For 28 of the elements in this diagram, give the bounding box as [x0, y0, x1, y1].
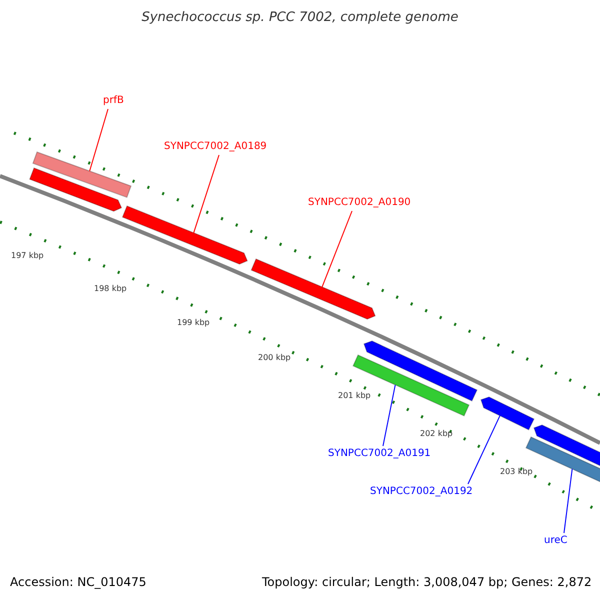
leader-line — [193, 154, 220, 234]
gene-feature — [29, 167, 122, 212]
gene-bar — [352, 354, 470, 417]
scale-label: 202 kbp — [420, 428, 453, 440]
scale-label: 197 kbp — [11, 250, 44, 262]
leader-line — [468, 415, 500, 484]
leader-line — [89, 108, 108, 172]
gene-label: SYNPCC7002_A0190 — [308, 197, 411, 209]
gene-label: prfB — [103, 95, 124, 107]
scale-label: 199 kbp — [177, 317, 210, 329]
leader-line — [564, 468, 573, 534]
footer-text: Topology: circular; Length: 3,008,047 bp; Genes: 2,872 — [262, 575, 592, 589]
leader-line — [322, 210, 352, 288]
gene-label: SYNPCC7002_A0189 — [164, 141, 267, 153]
gene-feature — [480, 396, 535, 430]
scale-label: 201 kbp — [338, 390, 371, 402]
gene-bar — [32, 151, 132, 198]
gene-feature — [122, 205, 248, 265]
gene-feature — [250, 258, 376, 320]
leader-line — [382, 384, 396, 446]
gene-label: SYNPCC7002_A0191 — [328, 448, 431, 460]
gene-label: ureC — [544, 535, 568, 547]
gene-label: SYNPCC7002_A0192 — [370, 486, 473, 498]
footer-text: Accession: NC_010475 — [10, 575, 146, 589]
scale-label: 200 kbp — [258, 352, 291, 364]
title: Synechococcus sp. PCC 7002, complete genome — [140, 10, 460, 26]
scale-label: 198 kbp — [94, 283, 127, 295]
scale-label: 203 kbp — [500, 466, 533, 478]
